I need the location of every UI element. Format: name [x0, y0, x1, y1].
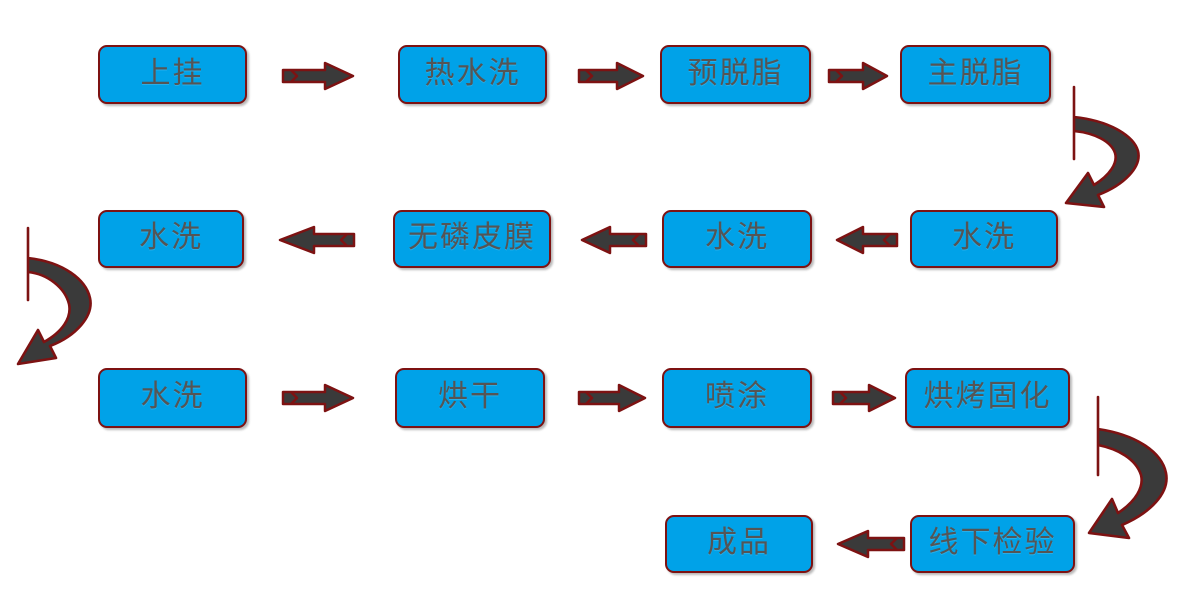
arrow-left-r2-2 [578, 225, 648, 255]
node-label: 无磷皮膜 [408, 221, 536, 254]
node-label: 预脱脂 [687, 56, 784, 90]
node-label: 上挂 [140, 56, 205, 90]
arrow-right-r3-2 [577, 383, 647, 413]
arrow-right-r1-1 [281, 61, 355, 91]
process-node-yutuozhi[interactable]: 预脱脂 [660, 45, 811, 104]
node-label: 线下检验 [928, 526, 1057, 559]
node-label: 烘干 [438, 380, 502, 413]
process-node-chengpin[interactable]: 成品 [665, 515, 813, 573]
arrow-left-r4-1 [834, 529, 906, 559]
process-node-shuixi-5[interactable]: 水洗 [98, 368, 247, 428]
node-label: 烘烤固化 [923, 380, 1052, 413]
process-node-shuixi-2[interactable]: 水洗 [910, 210, 1058, 268]
node-label: 水洗 [705, 221, 769, 254]
node-label: 热水洗 [424, 56, 521, 90]
process-node-honggan[interactable]: 烘干 [395, 368, 545, 428]
arrow-right-r3-1 [281, 383, 355, 413]
arrow-right-r1-2 [577, 61, 645, 91]
process-node-shuixi-3[interactable]: 水洗 [662, 210, 812, 268]
process-node-xianxiajianyan[interactable]: 线下检验 [910, 515, 1075, 573]
arrow-right-r3-3 [831, 383, 897, 413]
process-node-shanggua[interactable]: 上挂 [98, 45, 247, 104]
node-label: 主脱脂 [927, 56, 1024, 90]
arrow-left-r2-3 [833, 225, 899, 255]
arrow-right-r1-3 [827, 61, 889, 91]
node-label: 水洗 [139, 221, 203, 254]
node-label: 水洗 [952, 221, 1016, 254]
node-label: 喷涂 [705, 380, 769, 413]
process-node-shuixi-4[interactable]: 水洗 [98, 210, 244, 268]
process-node-reshuixi[interactable]: 热水洗 [398, 45, 547, 104]
curved-arrow-row3-to-row4 [1082, 385, 1200, 555]
arrow-left-r2-1 [276, 225, 356, 255]
node-label: 水洗 [140, 380, 205, 413]
process-node-pentu[interactable]: 喷涂 [662, 368, 812, 428]
curved-arrow-row1-to-row2 [1060, 75, 1190, 225]
process-node-zhutuozhi[interactable]: 主脱脂 [900, 45, 1051, 104]
process-node-wulinpimo[interactable]: 无磷皮膜 [393, 210, 551, 268]
node-label: 成品 [707, 526, 771, 559]
process-node-hongkaoguhua[interactable]: 烘烤固化 [905, 368, 1070, 428]
curved-arrow-row2-to-row3 [4, 218, 114, 383]
